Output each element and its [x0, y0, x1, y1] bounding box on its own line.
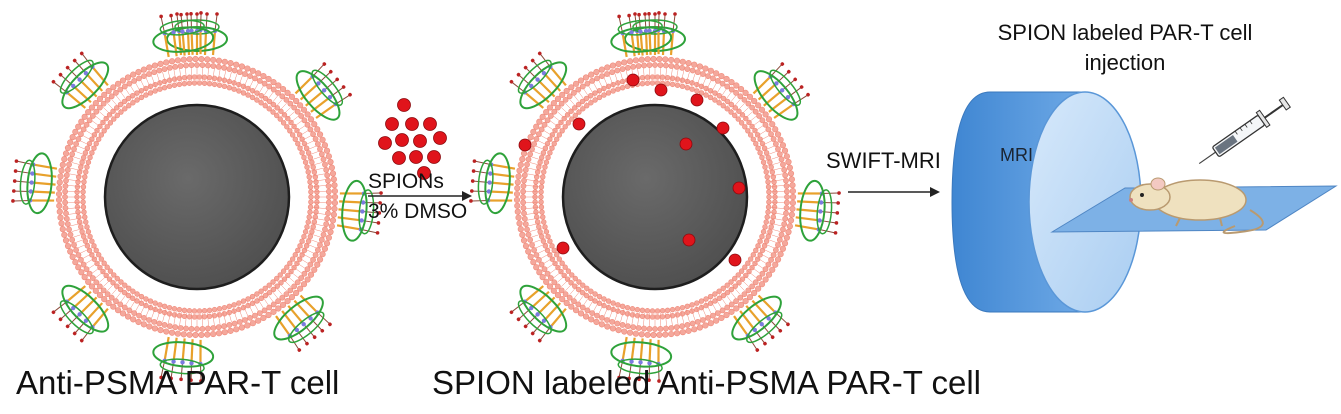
- mouse-icon: [1129, 177, 1264, 235]
- spion-particles-icon: [378, 98, 447, 180]
- internalized-spions: [518, 73, 746, 267]
- spions-label: SPIONs: [368, 170, 444, 193]
- receptor-clusters: [469, 11, 841, 383]
- mri-scanner-icon: [951, 91, 1338, 313]
- swift-mri-label: SWIFT-MRI: [826, 148, 941, 173]
- anti-psma-par-t-cell: [11, 11, 383, 383]
- cell-nucleus: [561, 103, 749, 291]
- receptor-clusters: [11, 11, 383, 383]
- imaging-arrow: [848, 187, 940, 197]
- left-cell-caption: Anti-PSMA PAR-T cell: [16, 364, 340, 401]
- syringe-icon: [1198, 96, 1291, 165]
- cell-nucleus: [103, 103, 291, 291]
- dmso-label: 3% DMSO: [368, 200, 468, 223]
- injection-title: SPION labeled PAR-T cell injection: [997, 20, 1253, 75]
- middle-cell-caption: SPION labeled Anti-PSMA PAR-T cell: [432, 364, 981, 401]
- mri-label: MRI: [1000, 145, 1033, 165]
- labeling-arrow: [368, 191, 472, 201]
- spion-labeled-cell: [469, 11, 841, 383]
